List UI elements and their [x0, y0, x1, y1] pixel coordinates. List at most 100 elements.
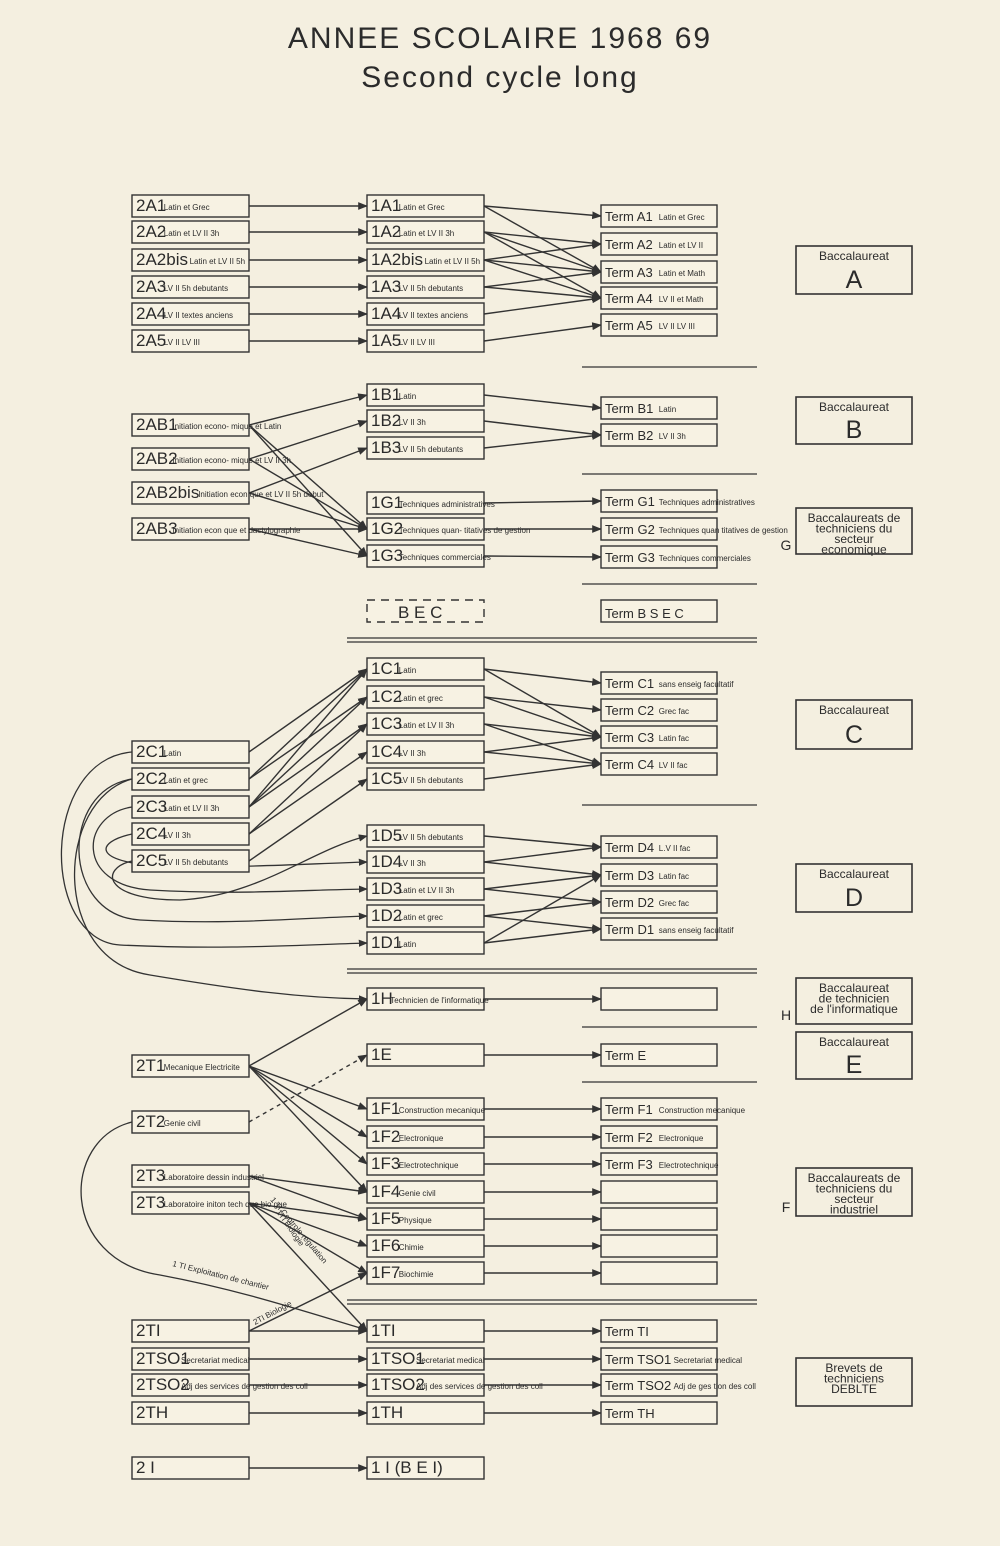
diploma-letter: C [845, 721, 863, 749]
diploma-side-letter: G [781, 537, 792, 553]
connector-sT2-to-pF3 [248, 1175, 368, 1195]
class-code: 1C4 [371, 742, 402, 761]
class-code: 1E [371, 1045, 392, 1064]
diploma-letter: A [846, 266, 863, 294]
class-description: Technicien de l'informatique [390, 996, 489, 1005]
class-description: LV II 3h [659, 432, 686, 441]
diploma-label: techniciens du [816, 522, 893, 536]
class-box-frame [600, 1152, 718, 1176]
class-code: 2T2 [136, 1112, 165, 1131]
class-description: Techniques commerciales [399, 553, 491, 562]
class-code: 1F3 [371, 1154, 400, 1173]
term-bsec-label: Term B S E C [605, 606, 684, 621]
class-box-frame [600, 671, 718, 695]
class-description: Latin et grec [399, 913, 443, 922]
class-box-frame [131, 517, 250, 541]
connector-pD3-to-tD3 [483, 915, 602, 932]
diploma-box-frame [795, 1031, 913, 1080]
class-code: 1G2 [371, 519, 403, 538]
title-block: ANNEE SCOLAIRE 1968 69 Second cycle long [0, 20, 1000, 98]
connector-pB0-to-tB0 [483, 394, 602, 411]
class-code: 1A2 [371, 222, 401, 241]
class-box-frame [600, 725, 718, 749]
class-code: 1F4 [371, 1182, 400, 1201]
class-description: Latin et LV II 5h [190, 257, 245, 266]
class-box-tF3 [600, 1180, 718, 1204]
class-code: Term A1 [605, 209, 653, 224]
diploma-box-frame [795, 396, 913, 445]
connector-pA0-to-tA2 [483, 205, 602, 273]
class-description: Latin et LV II 3h [164, 804, 219, 813]
class-code: 2TI [136, 1321, 161, 1340]
class-code: Term A2 [605, 237, 653, 252]
class-description: Physique [399, 1216, 432, 1225]
diploma-box-frame [795, 1357, 913, 1407]
class-box-frame [131, 849, 250, 873]
class-code: Term C1 [605, 676, 654, 691]
class-description: Adj de ges tion des coll [674, 1382, 756, 1391]
class-code: Term F1 [605, 1102, 653, 1117]
class-box-frame [366, 657, 485, 681]
class-code: 1B1 [371, 385, 401, 404]
class-description: Biochimie [399, 1270, 434, 1279]
class-box-frame [366, 850, 485, 874]
connector-pA4-to-tA3 [483, 295, 602, 315]
class-box-frame [131, 1373, 250, 1397]
class-description: Initiation econo- mique et LV II 3h [172, 456, 291, 465]
class-box-frame [600, 987, 718, 1011]
connector-2C2-to-1D2 [78, 778, 368, 923]
class-box-frame [131, 275, 250, 299]
connector-pD0-to-tD0 [483, 835, 602, 851]
class-description: Latin fac [659, 872, 689, 881]
class-description: Latin et Math [659, 269, 705, 278]
class-code: 2A3 [136, 277, 166, 296]
diploma-label: Baccalaureat [819, 249, 890, 263]
class-box-frame [131, 1456, 250, 1480]
class-description: Adj des services de gestion des coll [181, 1382, 308, 1391]
class-code: 2A4 [136, 304, 166, 323]
class-code: Term TI [605, 1324, 649, 1339]
class-box-frame [366, 987, 485, 1011]
class-box-frame [600, 1319, 718, 1343]
class-box-frame [366, 1043, 485, 1067]
connector-pC3-to-tC2 [483, 734, 602, 753]
class-description: LV II 5h debutants [164, 284, 228, 293]
class-box-frame [366, 1207, 485, 1231]
diploma-box-frame [795, 245, 913, 295]
connector-dashed [248, 1054, 368, 1123]
class-box-sI: 2 I [131, 1456, 250, 1480]
connector-sT0-to-pF2 [248, 1065, 368, 1165]
class-description: Adj des services de gestion des coll [416, 1382, 543, 1391]
class-description: LV II 3h [399, 749, 426, 758]
class-code: Term F2 [605, 1130, 653, 1145]
diploma-label: techniciens [824, 1372, 884, 1386]
connector-sT3-to-pBr0 [248, 1202, 368, 1332]
diploma-box-frame [795, 863, 913, 913]
connector-pC4-to-tC3 [483, 761, 602, 780]
class-code: 1A2bis [371, 250, 423, 269]
class-box-frame [600, 863, 718, 887]
class-description: Latin [399, 940, 416, 949]
class-code: Term TSO2 [605, 1378, 671, 1393]
class-code: 2A2 [136, 222, 166, 241]
class-code: Term TSO1 [605, 1352, 671, 1367]
class-box-frame [600, 260, 718, 284]
class-code: 2TSO2 [136, 1375, 190, 1394]
class-description: Secretariat medical [416, 1356, 485, 1365]
